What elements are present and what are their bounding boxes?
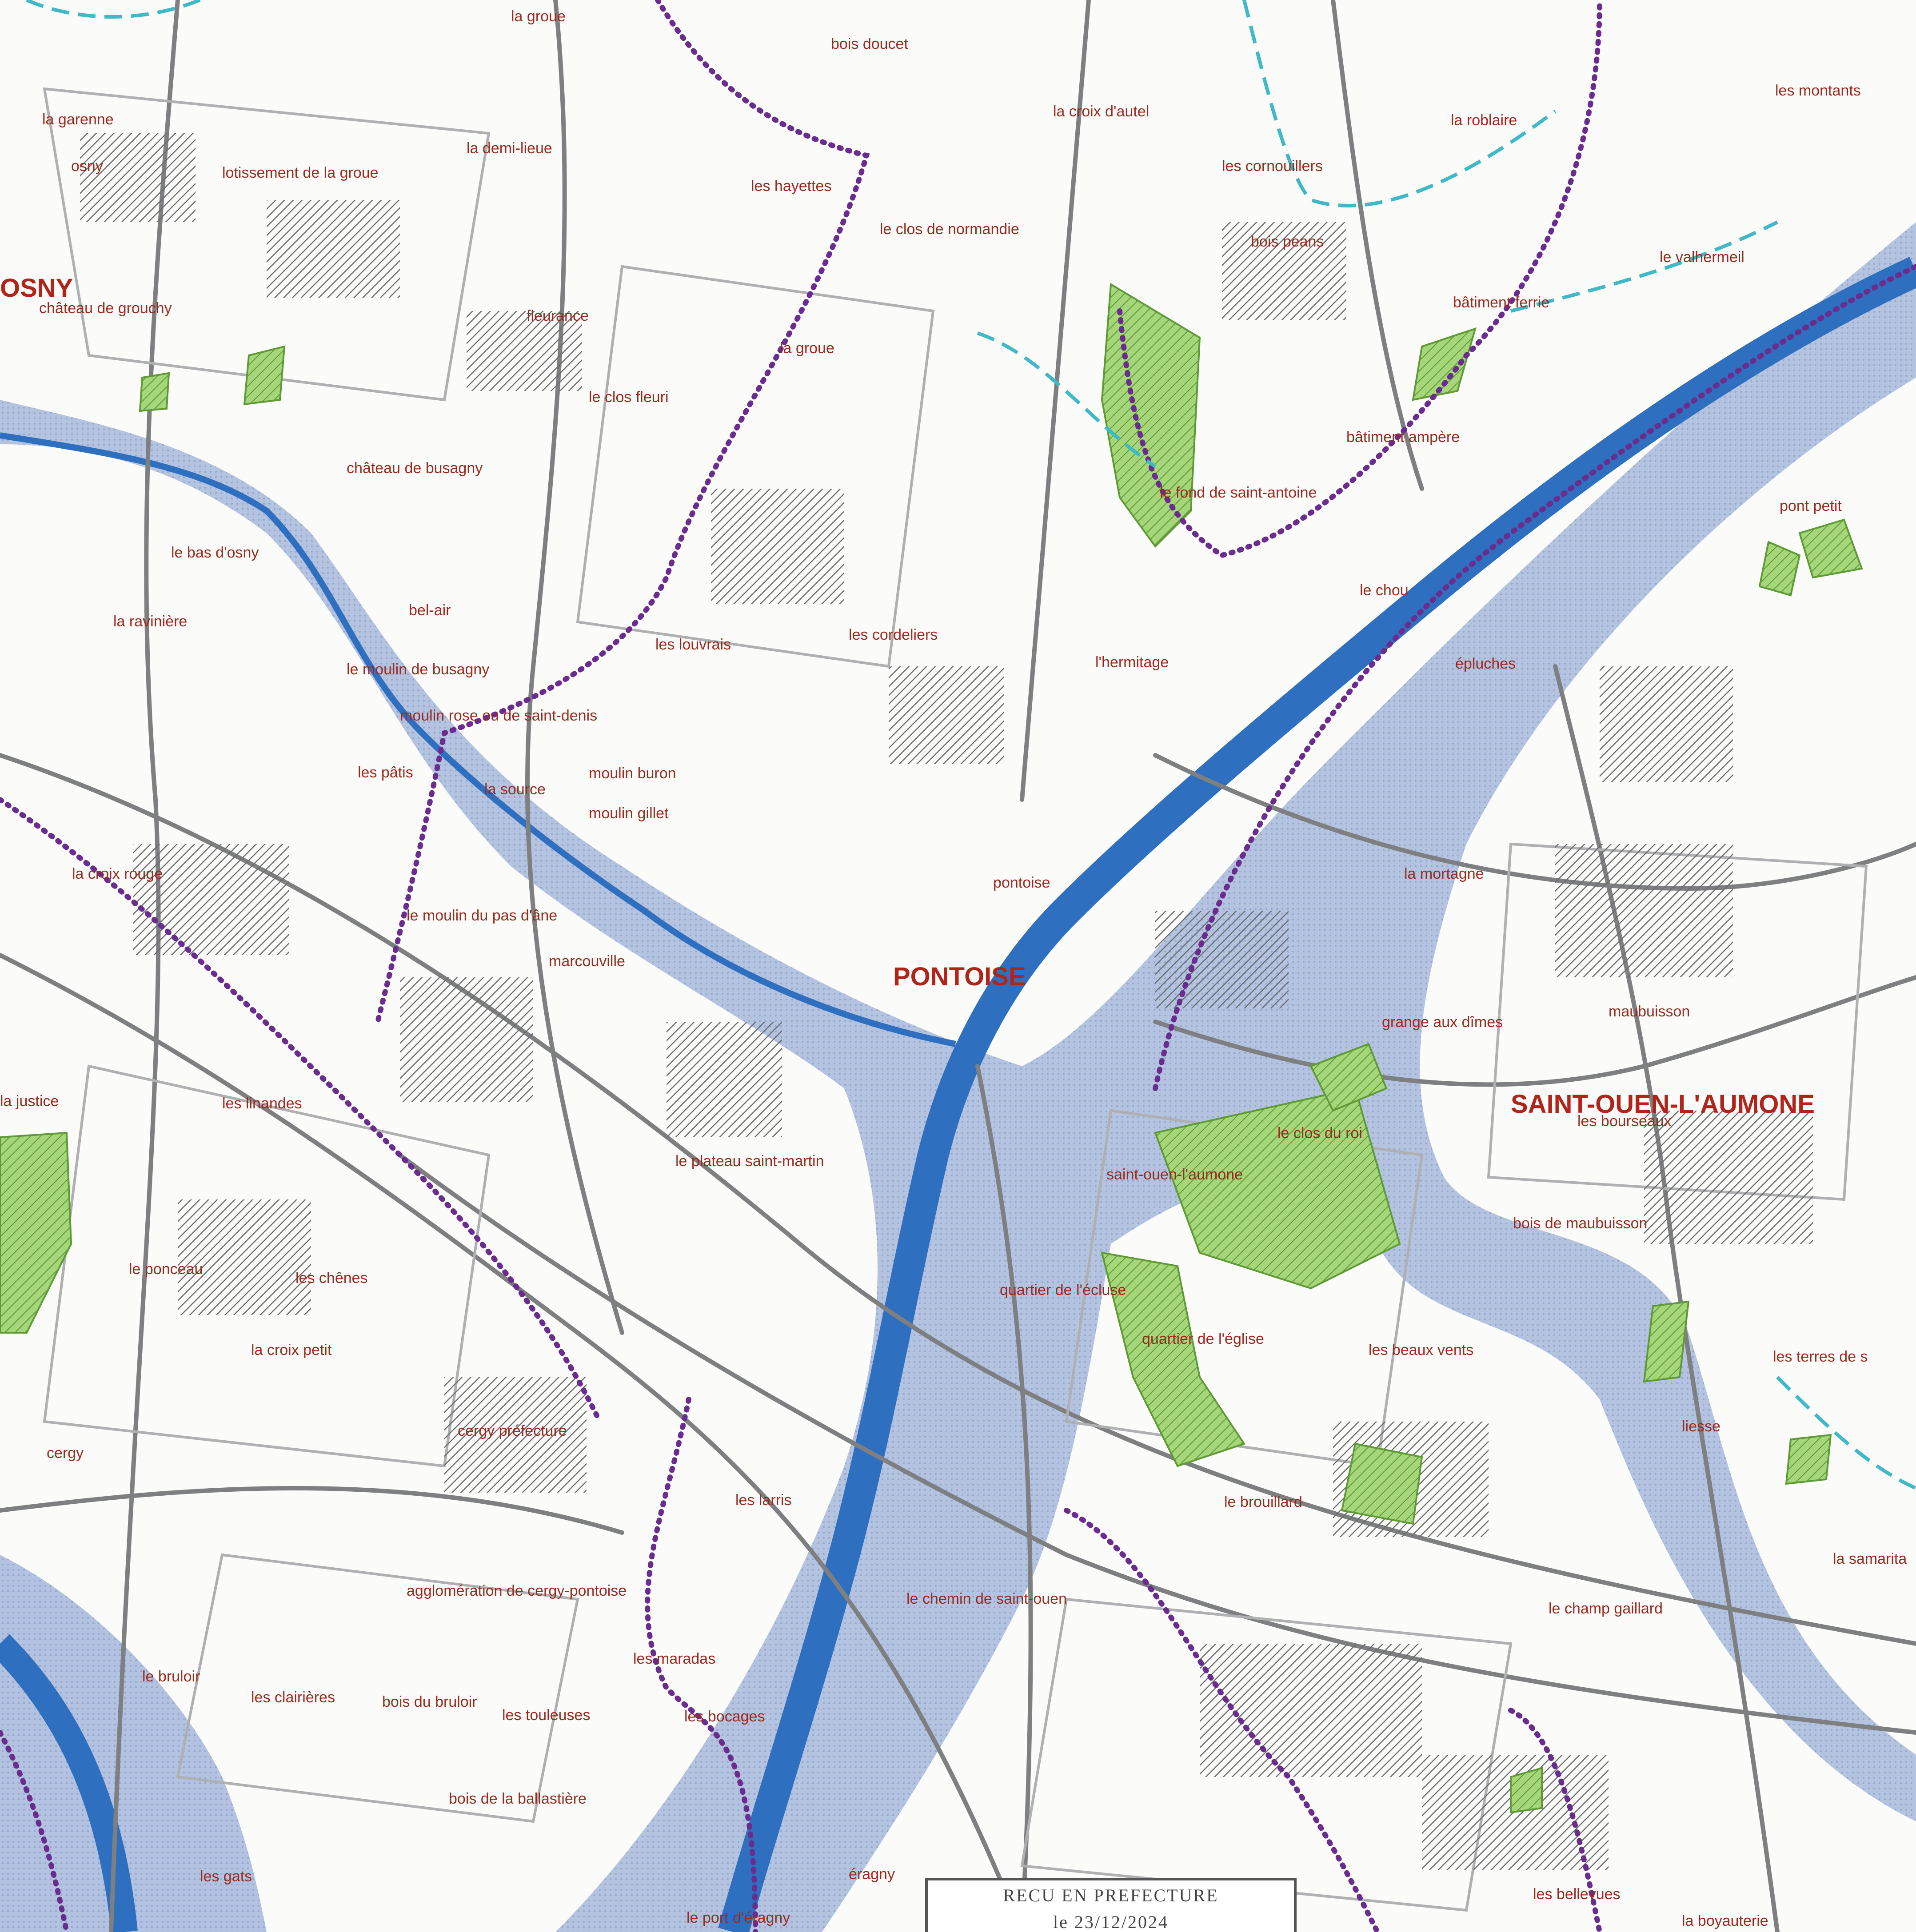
place-label: la groue (511, 8, 566, 25)
place-label: les larris (735, 1492, 792, 1509)
place-label: la croix rouge (72, 865, 163, 882)
place-label: les clairières (251, 1689, 335, 1706)
place-label: les montants (1775, 82, 1861, 99)
place-label: pontoise (993, 874, 1050, 891)
place-label: la roblaire (1451, 112, 1517, 129)
place-labels: la groue bois doucet la garenne osny lot… (0, 8, 1907, 1929)
streams (26, 0, 1916, 1490)
place-label: bois de maubuisson (1513, 1215, 1647, 1232)
place-label: maubuisson (1609, 1003, 1690, 1020)
place-label: le plateau saint-martin (675, 1153, 824, 1170)
place-label: les maradas (633, 1650, 715, 1667)
prefecture-stamp: RECU EN PREFECTURE le 23/12/2024 (925, 1878, 1297, 1932)
place-label: les bellevues (1533, 1886, 1621, 1903)
place-label: les pâtis (358, 764, 413, 781)
stamp-box (925, 1878, 1297, 1932)
place-label: fleurance (527, 307, 589, 324)
place-label: marcouville (549, 953, 625, 970)
place-label: le clos fleuri (589, 389, 669, 406)
place-label: pont petit (1780, 498, 1842, 514)
place-label: le brouillard (1224, 1494, 1302, 1510)
place-label: la justice (0, 1093, 59, 1110)
place-label: le valhermeil (1660, 249, 1744, 266)
place-label: la samarita (1833, 1550, 1907, 1567)
place-label: les beaux vents (1369, 1342, 1473, 1358)
place-label: la demi-lieue (467, 140, 552, 157)
town-label-osny: OSNY (0, 274, 73, 303)
place-label: le chemin de saint-ouen (906, 1590, 1067, 1607)
place-label: osny (71, 158, 103, 175)
place-label: l'hermitage (1095, 654, 1169, 671)
place-label: le bruloir (142, 1668, 200, 1685)
place-label: la croix d'autel (1053, 103, 1149, 120)
place-label: bel-air (409, 602, 451, 619)
place-label: épluches (1455, 655, 1516, 672)
place-label: bois du bruloir (382, 1693, 477, 1710)
place-label: quartier de l'église (1142, 1330, 1264, 1347)
place-label: grange aux dîmes (1382, 1014, 1503, 1031)
place-label: liesse (1682, 1418, 1720, 1435)
place-label: bois doucet (831, 36, 908, 52)
place-label: bâtiment ampère (1346, 429, 1460, 446)
place-label: moulin rose ou de saint-denis (400, 707, 597, 724)
place-label: le chou (1360, 582, 1409, 599)
place-label: la croix petit (251, 1342, 332, 1358)
town-label-saint-ouen: SAINT-OUEN-L'AUMONE (1511, 1090, 1815, 1119)
place-label: les linandes (222, 1095, 302, 1112)
place-label: cergy préfecture (458, 1422, 567, 1439)
place-label: moulin buron (589, 765, 676, 782)
place-label: château de busagny (347, 460, 483, 477)
place-label: le moulin du pas d'âne (407, 907, 557, 924)
viosne-river (0, 432, 956, 1047)
place-label: les bocages (684, 1708, 765, 1725)
place-label: le bas d'osny (171, 544, 259, 561)
place-label: le port d'éragny (687, 1909, 790, 1926)
place-label: les louvrais (655, 636, 731, 653)
place-label: la source (484, 781, 546, 798)
place-label: les touleuses (502, 1707, 590, 1724)
place-label: la mortagne (1404, 865, 1484, 882)
place-label: la groue (780, 340, 834, 357)
place-label: bâtiment ferrie (1453, 294, 1549, 311)
green-zones (0, 283, 1863, 1814)
place-label: le moulin de busagny (347, 661, 489, 678)
place-label: éragny (849, 1866, 895, 1883)
stamp-title: RECU EN PREFECTURE (1003, 1885, 1218, 1905)
place-label: bois de la ballastière (449, 1790, 587, 1807)
stamp-date: le 23/12/2024 (1053, 1912, 1169, 1932)
place-label: les hayettes (751, 178, 831, 195)
place-label: quartier de l'écluse (1000, 1282, 1126, 1299)
place-label: saint-ouen-l'aumone (1106, 1166, 1243, 1183)
place-label: le champ gaillard (1549, 1600, 1663, 1617)
place-label: le fond de saint-antoine (1160, 484, 1317, 501)
place-label: la boyauterie (1682, 1912, 1768, 1929)
place-label: château de grouchy (39, 300, 172, 317)
place-label: les chênes (295, 1270, 368, 1287)
town-label-pontoise: PONTOISE (893, 962, 1026, 991)
place-label: bois peans (1251, 233, 1324, 250)
river-west (0, 1634, 138, 1932)
place-label: le clos du roi (1277, 1125, 1362, 1142)
place-label: cergy (47, 1445, 84, 1462)
place-label: la garenne (42, 111, 114, 128)
place-label: moulin gillet (589, 805, 669, 822)
place-label: la ravinière (113, 613, 187, 630)
place-label: les gats (200, 1868, 252, 1885)
place-label: le ponceau (129, 1261, 203, 1278)
place-label: les cordeliers (849, 626, 938, 643)
place-label: le clos de normandie (880, 221, 1019, 238)
place-label: les cornouillers (1222, 158, 1323, 175)
place-label: agglomération de cergy-pontoise (407, 1582, 627, 1599)
place-label: les bourseaux (1577, 1113, 1672, 1130)
place-label: lotissement de la groue (222, 164, 379, 181)
oise-river (718, 257, 1916, 1932)
place-label: les terres de s (1773, 1348, 1868, 1365)
